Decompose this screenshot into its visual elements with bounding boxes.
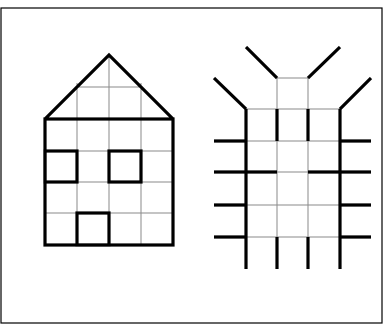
figure-frame	[1, 8, 382, 323]
